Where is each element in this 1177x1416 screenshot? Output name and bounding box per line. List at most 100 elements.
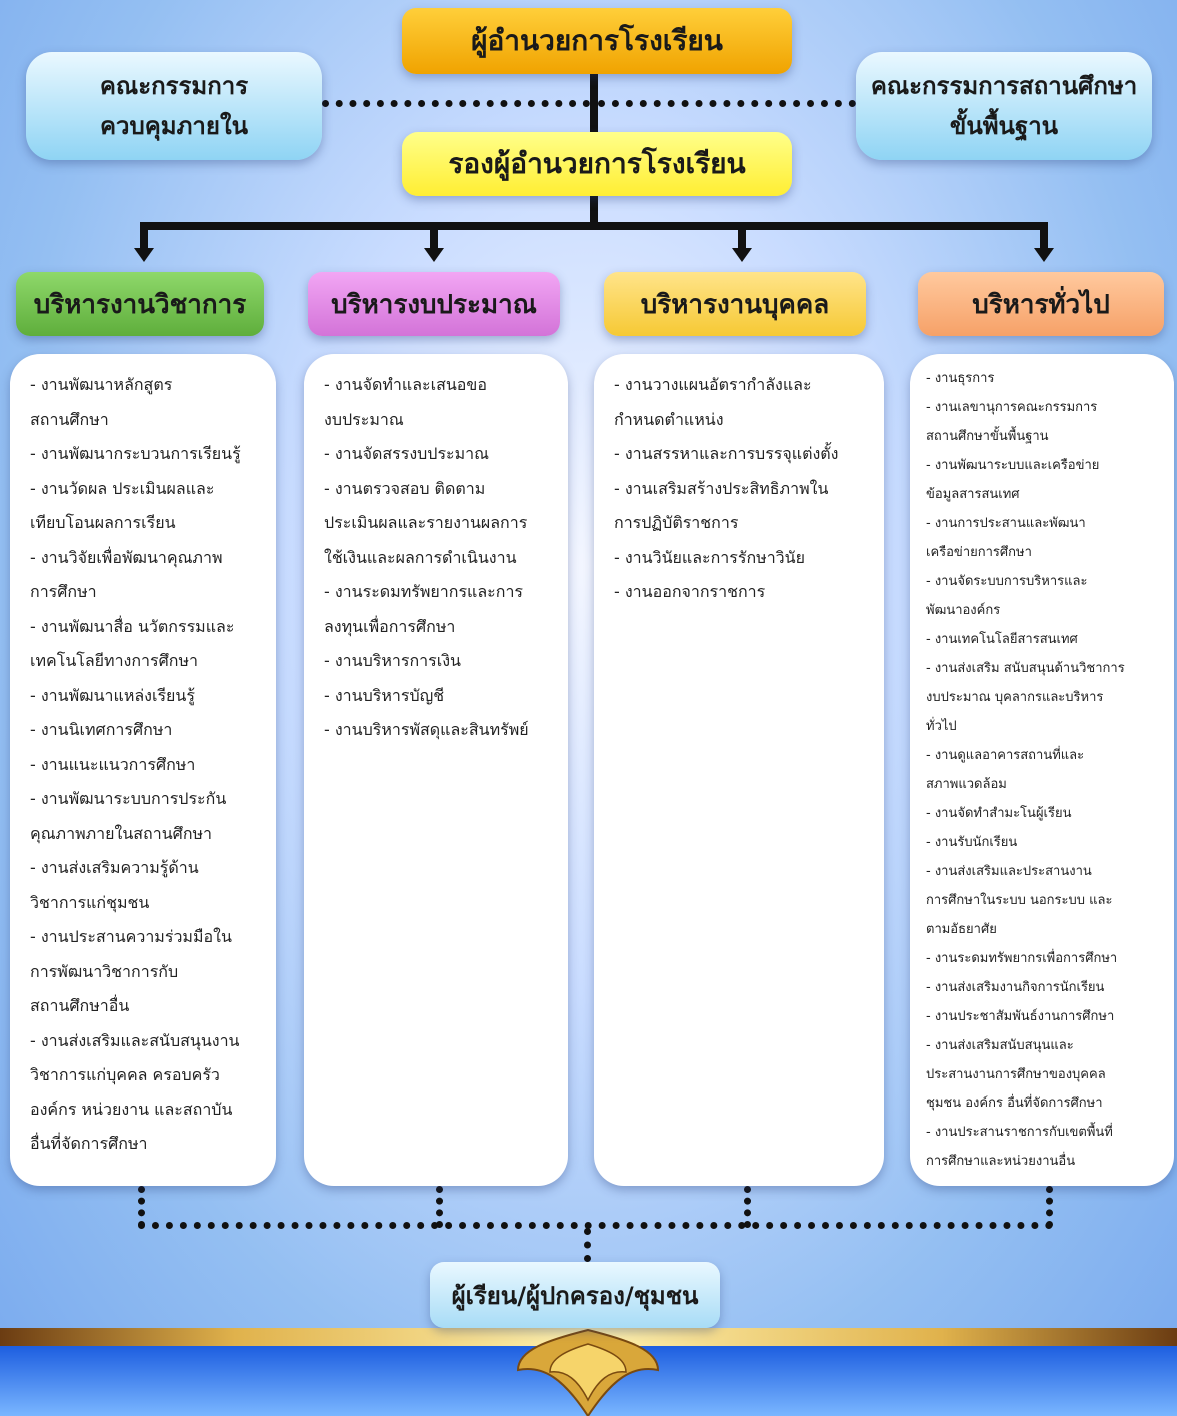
deputy-to-branch-line — [590, 196, 598, 224]
task-item: - งานประชาสัมพันธ์งานการศึกษา — [926, 1009, 1115, 1024]
branch-horizontal-line — [140, 222, 1048, 230]
branch-drop-1 — [140, 222, 148, 250]
task-item: การพัฒนาวิชาการกับ — [30, 961, 179, 981]
task-item: - งานส่งเสริมและสนับสนุนงาน — [30, 1030, 240, 1050]
task-item: - งานบริหารการเงิน — [324, 651, 461, 670]
task-item: - งานพัฒนาระบบการประกัน — [30, 789, 227, 808]
deputy-label: รองผู้อำนวยการโรงเรียน — [448, 147, 746, 180]
arrow-down-icon — [134, 248, 154, 262]
academic-tasks-card: - งานพัฒนาหลักสูตรสถานศึกษา- งานพัฒนากระ… — [10, 354, 276, 1186]
budget-tasks-card: - งานจัดทำและเสนอของบประมาณ - งานจัดสรรงบ… — [304, 354, 568, 1186]
committee-dotted-link-right — [598, 100, 856, 107]
task-item: คุณภาพภายในสถานศึกษา — [30, 823, 213, 843]
department-title: บริหารงานวิชาการ — [33, 289, 247, 320]
task-item: งบประมาณ — [324, 409, 404, 429]
personnel-tasks-card: - งานวางแผนอัตรากำลังและกำหนดตำแหน่ง - งา… — [594, 354, 884, 1186]
task-item: องค์กร หน่วยงาน และสถาบัน — [30, 1099, 233, 1119]
task-item: - งานพัฒนาระบบและเครือข่าย — [926, 458, 1100, 473]
task-item: - งานจัดสรรงบประมาณ — [324, 444, 489, 463]
task-item: - งานจัดระบบการบริหารและ — [926, 574, 1088, 589]
task-item: สถานศึกษาขั้นพื้นฐาน — [926, 429, 1049, 444]
arrow-down-icon — [1034, 248, 1054, 262]
task-item: สถานศึกษา — [30, 409, 109, 429]
bottom-dotted-drop-4 — [1046, 1186, 1053, 1228]
deputy-box: รองผู้อำนวยการโรงเรียน — [402, 132, 792, 196]
task-item: ประเมินผลและรายงานผลการ — [324, 513, 528, 532]
task-item: กำหนดตำแหน่ง — [614, 409, 724, 429]
task-list: - งานธุรการ - งานเลขานุการคณะกรรมการสถานศ… — [926, 364, 1168, 1176]
department-budget-header: บริหารงบประมาณ — [308, 272, 560, 336]
task-item: วิชาการแก่บุคคล ครอบครัว — [30, 1065, 220, 1084]
bottom-dotted-drop-2 — [436, 1186, 443, 1228]
task-item: - งานดูแลอาคารสถานที่และ — [926, 748, 1085, 763]
task-item: - งานระดมทรัพยากรเพื่อการศึกษา — [926, 951, 1118, 966]
branch-drop-4 — [1040, 222, 1048, 250]
task-item: - งานพัฒนาหลักสูตร — [30, 375, 173, 394]
task-item: การศึกษาในระบบ นอกระบบ และ — [926, 893, 1113, 908]
task-item: - งานพัฒนาแหล่งเรียนรู้ — [30, 685, 195, 705]
task-item: ข้อมูลสารสนเทศ — [926, 487, 1020, 502]
bottom-dotted-horizontal — [138, 1222, 1053, 1229]
department-general-header: บริหารทั่วไป — [918, 272, 1164, 336]
internal-committee-box: คณะกรรมการ ควบคุมภายใน — [26, 52, 322, 160]
task-item: - งานวัดผล ประเมินผลและ — [30, 478, 215, 498]
task-item: - งานเลขานุการคณะกรรมการ — [926, 400, 1098, 415]
bottom-dotted-drop-3 — [744, 1186, 751, 1228]
task-item: - งานการประสานและพัฒนา — [926, 516, 1086, 531]
bottom-dotted-drop-1 — [138, 1186, 145, 1228]
internal-committee-line-2: ควบคุมภายใน — [99, 112, 249, 140]
task-item: - งานประสานความร่วมมือใน — [30, 927, 232, 946]
task-item: สภาพแวดล้อม — [926, 777, 1007, 792]
department-personnel-header: บริหารงานบุคคล — [604, 272, 866, 336]
task-item: - งานวางแผนอัตรากำลังและ — [614, 375, 812, 394]
task-item: - งานจัดทำและเสนอขอ — [324, 375, 487, 394]
task-item: - งานเทคโนโลยีสารสนเทศ — [926, 632, 1078, 647]
task-item: - งานสรรหาและการบรรจุแต่งตั้ง — [614, 444, 839, 463]
task-item: - งานธุรการ — [926, 371, 995, 386]
task-item: เทคโนโลยีทางการศึกษา — [30, 651, 199, 670]
task-item: ชุมชน องค์กร อื่นที่จัดการศึกษา — [926, 1096, 1103, 1111]
task-item: - งานบริหารพัสดุและสินทรัพย์ — [324, 720, 529, 739]
task-item: เครือข่ายการศึกษา — [926, 545, 1032, 560]
department-title: บริหารงบประมาณ — [331, 289, 537, 320]
task-item: - งานรับนักเรียน — [926, 835, 1018, 850]
task-list: - งานจัดทำและเสนอของบประมาณ - งานจัดสรรงบ… — [324, 368, 560, 748]
branch-drop-2 — [430, 222, 438, 250]
bottom-dotted-to-stakeholders — [584, 1228, 591, 1262]
task-item: - งานจัดทำสำมะโนผู้เรียน — [926, 806, 1072, 821]
task-item: - งานนิเทศการศึกษา — [30, 720, 173, 739]
department-academic-header: บริหารงานวิชาการ — [16, 272, 264, 336]
task-item: การศึกษา — [30, 582, 97, 601]
stakeholders-label: ผู้เรียน/ผู้ปกครอง/ชุมชน — [451, 1281, 699, 1310]
task-item: ลงทุนเพื่อการศึกษา — [324, 616, 456, 636]
task-item: สถานศึกษาอื่น — [30, 996, 130, 1015]
task-item: - งานส่งเสริมสนับสนุนและ — [926, 1038, 1074, 1053]
task-item: ประสานงานการศึกษาของบุคคล — [926, 1067, 1106, 1082]
task-item: - งานออกจากราชการ — [614, 582, 766, 601]
director-box: ผู้อำนวยการโรงเรียน — [402, 8, 792, 74]
task-item: วิชาการแก่ชุมชน — [30, 892, 150, 912]
task-item: - งานพัฒนาสื่อ นวัตกรรมและ — [30, 616, 235, 636]
task-item: ใช้เงินและผลการดำเนินงาน — [324, 547, 517, 567]
task-item: - งานตรวจสอบ ติดตาม — [324, 478, 486, 498]
task-item: พัฒนาองค์กร — [926, 603, 1001, 618]
school-board-line-1: คณะกรรมการสถานศึกษา — [870, 72, 1138, 100]
director-label: ผู้อำนวยการโรงเรียน — [471, 24, 723, 57]
task-list: - งานพัฒนาหลักสูตรสถานศึกษา- งานพัฒนากระ… — [30, 368, 268, 1162]
task-item: - งานวิจัยเพื่อพัฒนาคุณภาพ — [30, 547, 223, 567]
stakeholders-box: ผู้เรียน/ผู้ปกครอง/ชุมชน — [430, 1262, 720, 1328]
committee-dotted-link-left — [322, 100, 590, 107]
task-item: - งานประสานราชการกับเขตพื้นที่ — [926, 1125, 1113, 1140]
task-item: - งานส่งเสริมความรู้ด้าน — [30, 858, 199, 877]
task-item: งบประมาณ บุคลากรและบริหาร — [926, 690, 1104, 705]
task-item: การปฏิบัติราชการ — [614, 513, 739, 532]
school-board-box: คณะกรรมการสถานศึกษา ขั้นพื้นฐาน — [856, 52, 1152, 160]
arrow-down-icon — [732, 248, 752, 262]
task-item: ทั่วไป — [926, 719, 957, 734]
department-title: บริหารทั่วไป — [972, 289, 1110, 320]
director-to-deputy-line — [590, 74, 598, 132]
task-item: - งานส่งเสริม สนับสนุนด้านวิชาการ — [926, 661, 1125, 676]
task-item: เทียบโอนผลการเรียน — [30, 513, 176, 532]
branch-drop-3 — [738, 222, 746, 250]
task-item: อื่นที่จัดการศึกษา — [30, 1134, 148, 1153]
